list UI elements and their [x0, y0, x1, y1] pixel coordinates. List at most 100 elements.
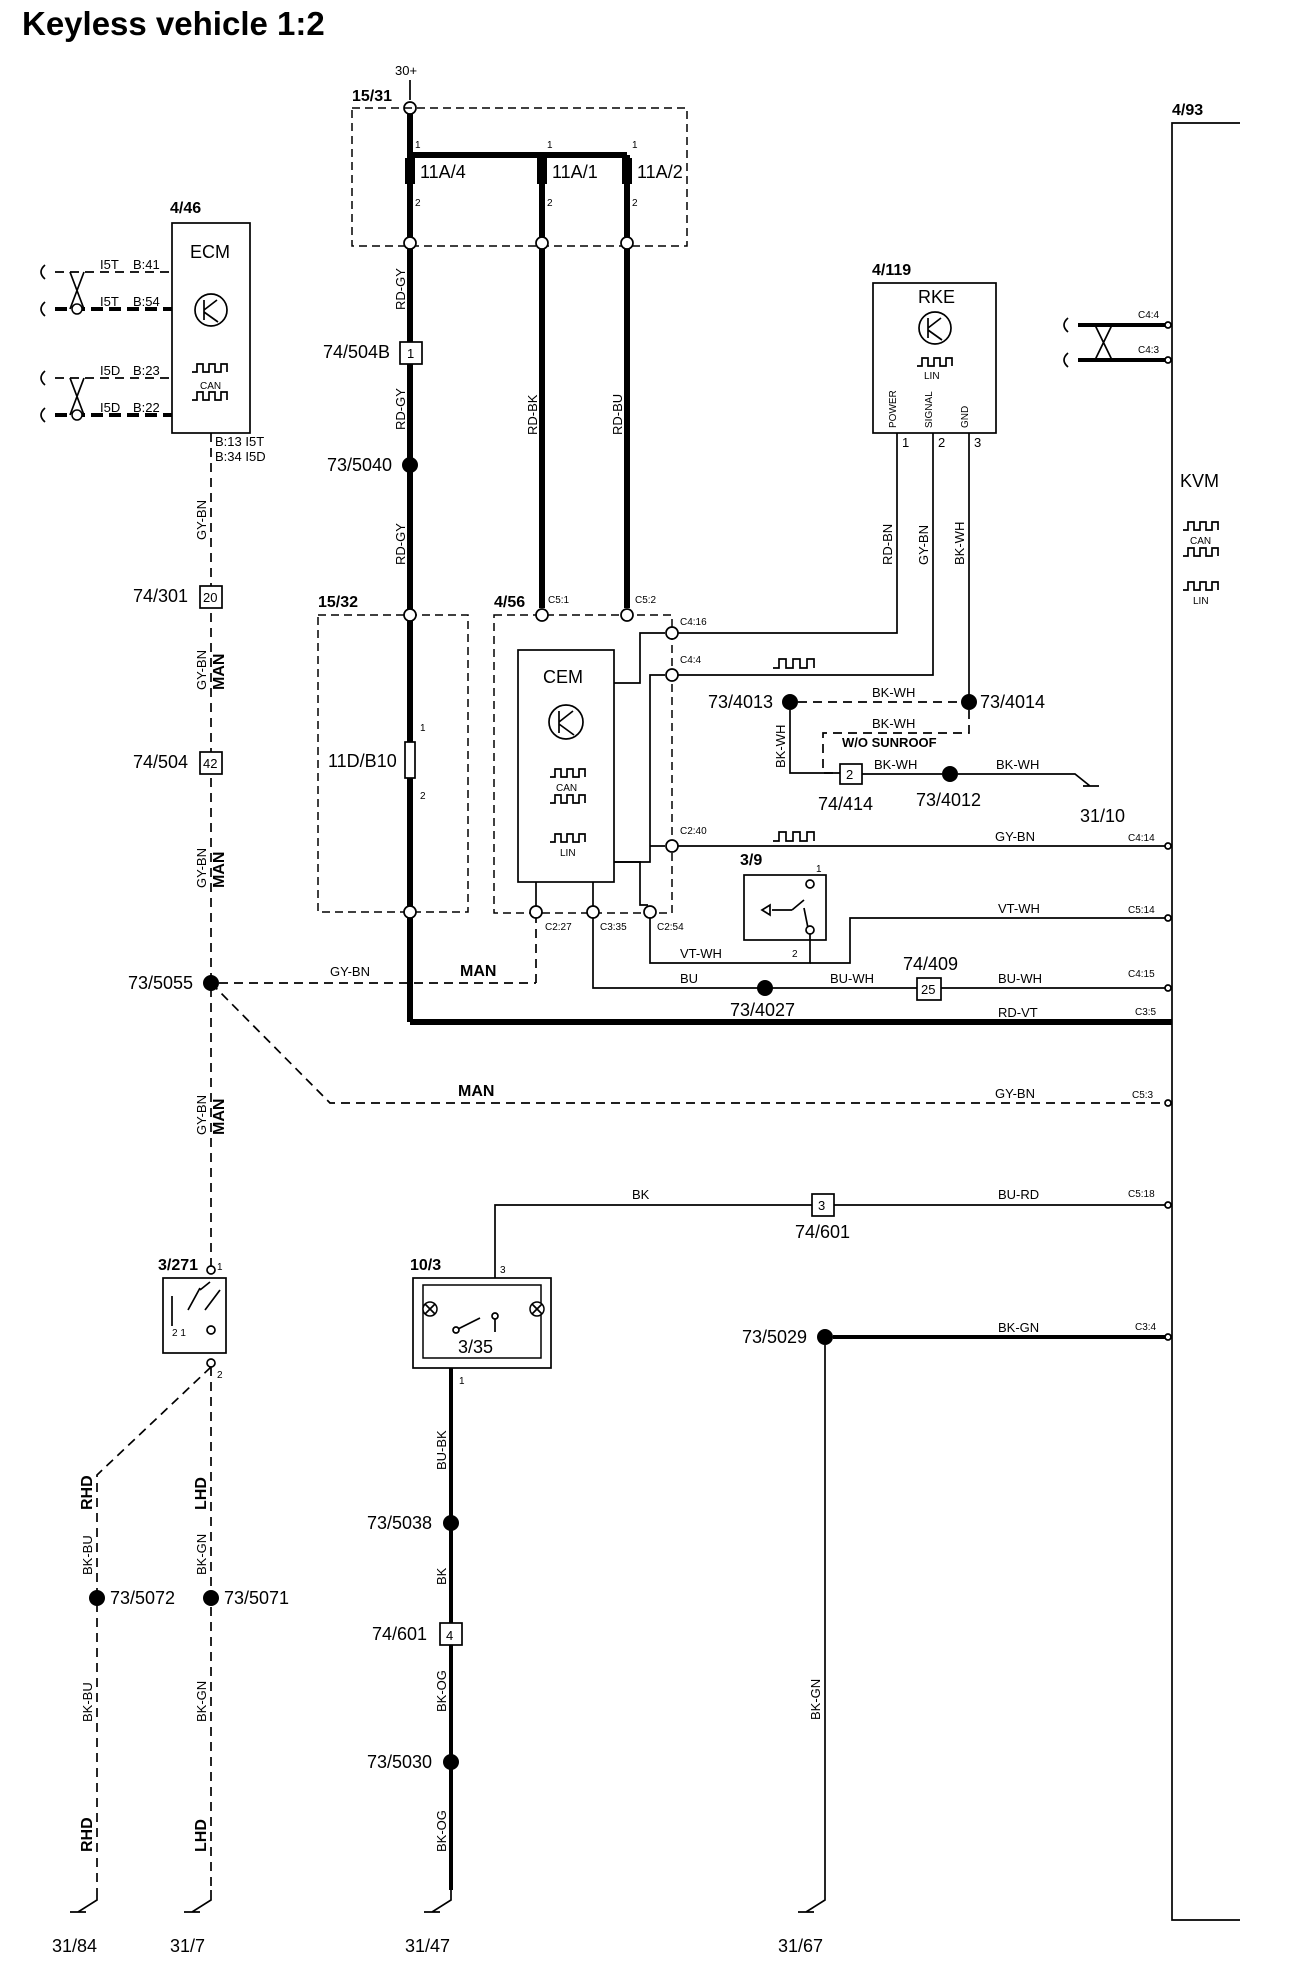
variant-man: MAN: [460, 963, 496, 980]
lin-signal-icon: [773, 658, 815, 669]
lamp-10-3-id: 10/3: [410, 1257, 441, 1274]
fuse-11a1-label: 11A/1: [552, 162, 598, 182]
wire-label-gy-bn: GY-BN: [194, 848, 209, 888]
switch-symbol: [760, 899, 809, 929]
wire-label-bk-gn: BK-GN: [194, 1534, 209, 1575]
switch-3-271-id: 3/271: [158, 1257, 198, 1274]
wire-label-bu-bk: BU-BK: [434, 1430, 449, 1470]
switch-3-271: [162, 1277, 227, 1354]
terminal: [1164, 1099, 1172, 1107]
terminal: [1164, 842, 1172, 850]
wire-bk-wh-down: [789, 710, 840, 774]
ecm-pin-number: B:41: [133, 257, 160, 272]
wire-label-bu-rd: BU-RD: [998, 1187, 1039, 1202]
kvm-connector: C4:15: [1128, 969, 1155, 980]
ecm-name: ECM: [190, 242, 230, 262]
lin-signal-icon: [1183, 581, 1219, 591]
transistor-symbol: [203, 299, 219, 323]
splice-73-5029: [817, 1329, 833, 1345]
connector-74-409: [916, 977, 942, 1001]
can-signal-icon: [550, 794, 586, 804]
wire-break-icon: [1063, 317, 1069, 368]
wire-label-bu: BU: [680, 971, 698, 986]
ground-31-67: 31/67: [778, 1936, 823, 1956]
cem-connector: C3:35: [600, 922, 627, 933]
wire-label-rd-bk: RD-BK: [525, 394, 540, 435]
pin-label: 1: [632, 140, 638, 151]
cem-dashed-outline: [493, 614, 673, 914]
wire-label-bk-bu: BK-BU: [80, 1535, 95, 1575]
ecm-pin-signal: I5T: [100, 294, 119, 309]
cem-connector: C5:2: [635, 595, 657, 606]
transistor-symbol: [558, 710, 575, 736]
pin-label: 1: [415, 140, 421, 151]
variant-rhd: RHD: [79, 1475, 96, 1510]
cem-can-label: CAN: [556, 783, 577, 794]
wire-break-icon: [40, 264, 46, 423]
lin-signal-icon: [917, 357, 953, 367]
cem-connector: C2:27: [545, 922, 572, 933]
wire-label-gy-bn: GY-BN: [194, 1095, 209, 1135]
wire-label-bk-wh: BK-WH: [874, 757, 917, 772]
terminal: [206, 1358, 216, 1368]
fusebox-15-32: [317, 614, 469, 913]
can-signal-icon: [192, 363, 228, 373]
terminal: [665, 626, 679, 640]
pin-label: 2: [792, 949, 798, 960]
lamp-10-3: [412, 1277, 552, 1369]
ground-icon: [424, 1890, 452, 1913]
splice-73-4012-label: 73/4012: [916, 790, 981, 810]
variant-man: MAN: [211, 1099, 228, 1135]
fuse-11a4-label: 11A/4: [420, 162, 466, 182]
ecm-can-label: CAN: [200, 381, 221, 392]
connector-pin: 4: [446, 1628, 453, 1643]
terminal: [403, 236, 417, 250]
wire-label-gy-bn: GY-BN: [330, 964, 370, 979]
pin-label: 2: [217, 1370, 223, 1381]
terminal: [403, 905, 417, 919]
connector-74-409-label: 74/409: [903, 954, 958, 974]
wire-bu: [592, 918, 1168, 989]
rke-pin-name: POWER: [888, 390, 899, 428]
wire-gy-bn-lin: [672, 433, 934, 676]
wire-label-bk-bu: BK-BU: [80, 1682, 95, 1722]
fusebox-15-31: [351, 107, 688, 247]
connector-pin: 3: [818, 1198, 825, 1213]
connector-74-601-a: [811, 1193, 835, 1217]
splice-73-5029-label: 73/5029: [742, 1327, 807, 1347]
cem-internal: [535, 882, 594, 906]
terminal: [1164, 1201, 1172, 1209]
splice-73-5072: [89, 1590, 105, 1606]
ecm-pin-signal: I5D: [100, 400, 120, 415]
wire-bk-wh-sunroof: [822, 710, 970, 774]
connector-74-301: [199, 585, 223, 609]
diagram-title: Keyless vehicle 1:2: [22, 5, 325, 42]
wire-bk-bu-rd: [494, 1204, 1168, 1278]
terminal: [452, 1326, 460, 1334]
splice-73-4012: [942, 766, 958, 782]
fuse-11a2: [622, 158, 632, 184]
splice-73-4013-label: 73/4013: [708, 692, 773, 712]
terminal: [1164, 914, 1172, 922]
connector-pin: 1: [407, 346, 414, 361]
connector-74-504-label: 74/504: [133, 752, 188, 772]
connector-pin: 20: [203, 590, 217, 605]
cem-connector: C2:54: [657, 922, 684, 933]
cem-connector: C4:16: [680, 617, 707, 628]
connector-74-504: [199, 751, 223, 775]
transistor-icon: [918, 311, 952, 345]
cem-connector: C4:4: [680, 655, 702, 666]
lamp-inner: [422, 1284, 542, 1359]
splice-73-4014-label: 73/4014: [980, 692, 1045, 712]
ground-icon: [958, 773, 1099, 787]
kvm-name: KVM: [1180, 471, 1219, 491]
terminal: [1164, 1333, 1172, 1341]
rke-lin-label: LIN: [924, 371, 940, 382]
twisted-pair-icon: [1094, 324, 1113, 361]
supply-label: 30+: [395, 63, 417, 78]
fuse-11a4: [405, 158, 415, 184]
connector-74-414-label: 74/414: [818, 794, 873, 814]
wire-label-bk-gn: BK-GN: [998, 1320, 1039, 1335]
terminal: [529, 905, 543, 919]
variant-man: MAN: [211, 852, 228, 888]
